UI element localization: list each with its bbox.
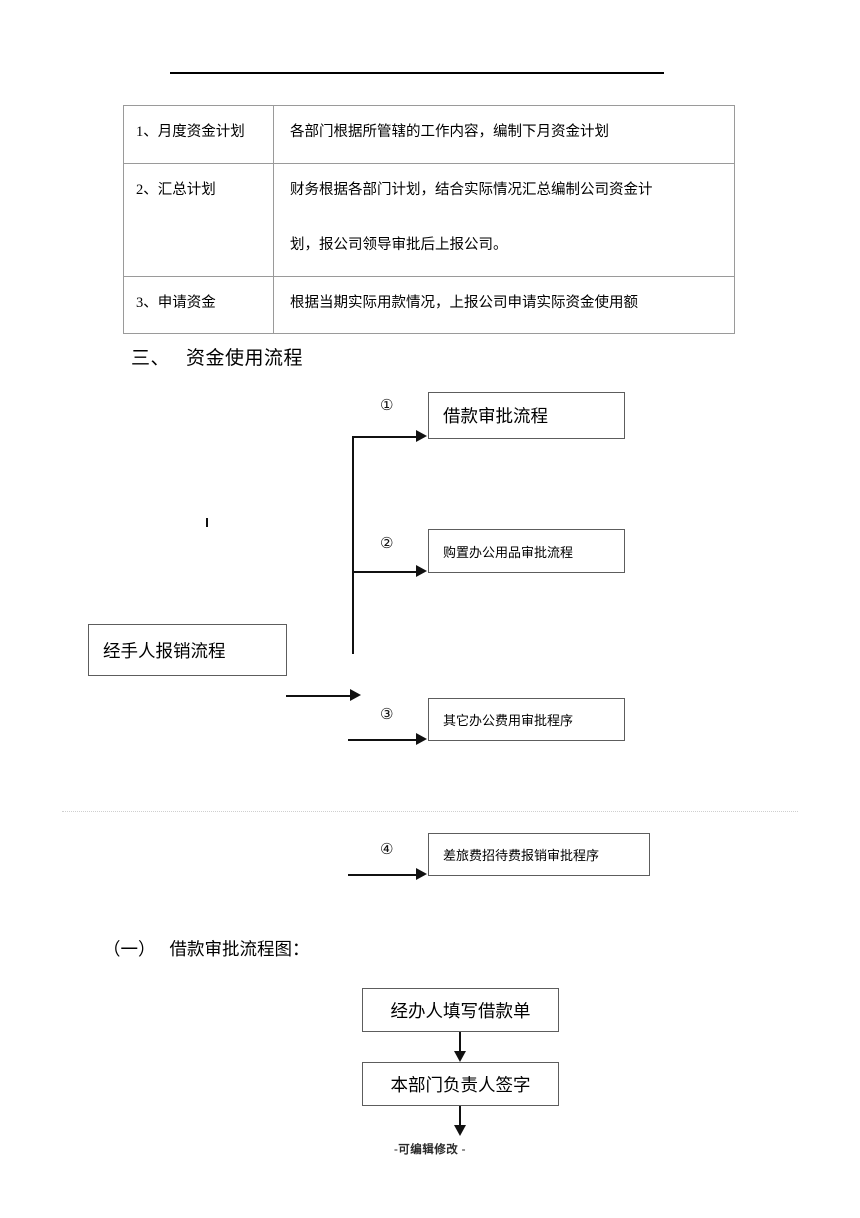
arrow-head-down-icon: [454, 1125, 466, 1136]
subsection-heading-1: （一） 借款审批流程图：: [103, 936, 310, 961]
flow-box-branch-2: 购置办公用品审批流程: [428, 529, 625, 573]
loan-flow-step-2: 本部门负责人签字: [362, 1062, 559, 1106]
stray-mark: [206, 518, 208, 527]
arrow-head-icon: [416, 565, 427, 577]
flow-feed-line: [286, 695, 352, 697]
arrow-head-icon: [416, 733, 427, 745]
section-title: 资金使用流程: [186, 348, 304, 369]
arrow-head-icon: [416, 430, 427, 442]
flow-box-branch-4: 差旅费招待费报销审批程序: [428, 833, 650, 876]
branch-marker-2: ②: [380, 534, 394, 552]
table-cell-description: 各部门根据所管辖的工作内容，编制下月资金计划: [273, 105, 735, 164]
section-number: 三、: [131, 348, 171, 369]
cell-text-line: 财务根据各部门计划，结合实际情况汇总编制公司资金计: [290, 181, 653, 198]
table-cell-label: 3、申请资金: [123, 275, 274, 335]
flow-branch-line-3: [348, 739, 418, 741]
page-break-rule: [62, 811, 798, 812]
table-row: 2、汇总计划 财务根据各部门计划，结合实际情况汇总编制公司资金计 划，报公司领导…: [123, 162, 735, 277]
flow-branch-line-4: [348, 874, 418, 876]
flow-box-source: 经手人报销流程: [88, 624, 287, 676]
subsection-title: 借款审批流程图：: [169, 939, 310, 959]
table-row: 3、申请资金 根据当期实际用款情况，上报公司申请实际资金使用额: [123, 275, 735, 335]
arrow-head-down-icon: [454, 1051, 466, 1062]
footer-note: -可编辑修改 -: [393, 1144, 467, 1156]
table-row: 1、月度资金计划 各部门根据所管辖的工作内容，编制下月资金计划: [123, 105, 735, 164]
flow-branch-line-2: [352, 571, 418, 573]
flow-box-branch-1: 借款审批流程: [428, 392, 625, 439]
top-horizontal-rule: [170, 72, 664, 74]
fund-plan-table: 1、月度资金计划 各部门根据所管辖的工作内容，编制下月资金计划 2、汇总计划 财…: [123, 105, 735, 335]
section-heading-3: 三、资金使用流程: [131, 343, 303, 370]
branch-marker-3: ③: [380, 705, 394, 723]
loan-flow-connector-1: [459, 1032, 461, 1052]
cell-text-line: 根据当期实际用款情况，上报公司申请实际资金使用额: [290, 294, 638, 311]
arrow-head-icon: [416, 868, 427, 880]
flow-branch-line-1: [352, 436, 418, 438]
arrow-head-icon: [350, 689, 361, 701]
loan-flow-step-1: 经办人填写借款单: [362, 988, 559, 1032]
flow-trunk-line: [352, 436, 354, 654]
table-cell-description: 财务根据各部门计划，结合实际情况汇总编制公司资金计 划，报公司领导审批后上报公司…: [273, 162, 735, 277]
cell-text-line: 各部门根据所管辖的工作内容，编制下月资金计划: [290, 124, 609, 140]
table-cell-description: 根据当期实际用款情况，上报公司申请实际资金使用额: [273, 275, 735, 335]
branch-marker-1: ①: [380, 396, 394, 414]
branch-marker-4: ④: [380, 840, 394, 858]
subsection-number: （一）: [103, 939, 156, 959]
cell-text-line: 划，报公司领导审批后上报公司。: [290, 237, 508, 254]
loan-flow-connector-2: [459, 1106, 461, 1126]
table-cell-label: 2、汇总计划: [123, 162, 274, 277]
flow-box-branch-3: 其它办公费用审批程序: [428, 698, 625, 741]
table-cell-label: 1、月度资金计划: [123, 105, 274, 164]
